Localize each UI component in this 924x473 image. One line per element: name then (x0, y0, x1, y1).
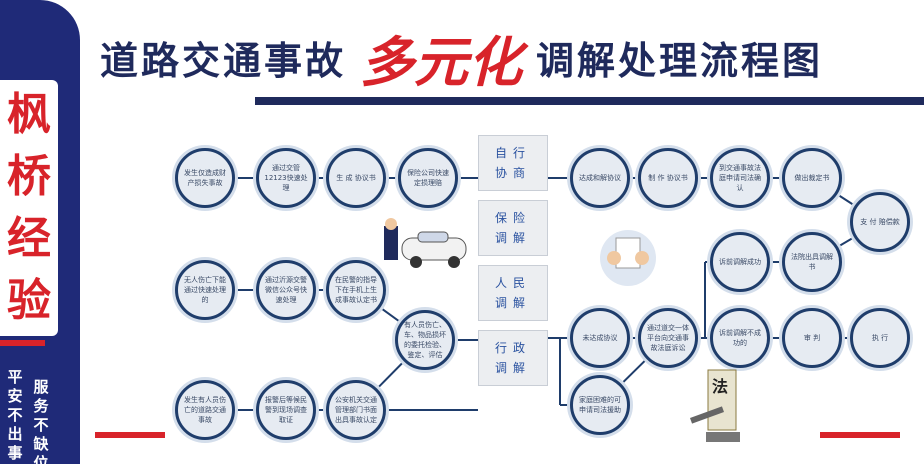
flow-node: 有人员伤亡、车、物品损坏的委托检验、鉴定、评估 (395, 310, 455, 370)
method-self-negotiation: 自行协商 (478, 135, 548, 191)
flow-node: 发生仅造成财产损失事故 (175, 148, 235, 208)
flow-node: 诉前调解不成功的 (710, 308, 770, 368)
flow-node: 法院出具调解书 (782, 232, 842, 292)
flow-node: 到交通事故法庭申请司法确认 (710, 148, 770, 208)
flow-node: 通过交管12123快速处理 (256, 148, 316, 208)
flow-node: 支 付 赔偿款 (850, 192, 910, 252)
brand-char: 经 (7, 213, 51, 264)
title-highlight: 多元化 (360, 30, 523, 94)
flow-node: 做出裁定书 (782, 148, 842, 208)
flow-node: 通过道交一体平台向交通事故法庭诉讼 (638, 308, 698, 368)
flow-node: 发生有人员伤亡的道路交通事故 (175, 380, 235, 440)
flow-node: 公安机关交通管理部门书面出具事故认定 (326, 380, 386, 440)
svg-text:法: 法 (712, 377, 728, 396)
red-decoration (95, 432, 165, 438)
police-car-illustration (384, 218, 467, 268)
flow-node: 生 成 协议书 (326, 148, 386, 208)
red-decoration (0, 340, 45, 346)
brand-char: 枫 (7, 89, 51, 140)
red-decoration (820, 432, 900, 438)
method-admin-mediation: 行政调解 (478, 330, 548, 386)
law-book-gavel-illustration: 法 (690, 369, 740, 442)
method-people-mediation: 人民调解 (478, 265, 548, 321)
slogan-1: 平安不出事 (7, 368, 23, 462)
flow-node: 家庭困难的可申请司法援助 (570, 375, 630, 435)
flow-node: 通过沂源交警微信公众号快速处理 (256, 260, 316, 320)
page-title: 道路交通事故 多元化 调解处理流程图 (100, 18, 823, 97)
flow-node: 未达成协议 (570, 308, 630, 368)
flow-node: 在民警的指导下在手机上生成事故认定书 (326, 260, 386, 320)
brand-char: 桥 (7, 151, 51, 202)
flow-node: 保险公司快速定损理赔 (398, 148, 458, 208)
brand-char: 验 (7, 275, 51, 326)
handshake-illustration (600, 230, 656, 286)
flow-node: 无人伤亡下能通过快速处理的 (175, 260, 235, 320)
title-underline (255, 97, 924, 105)
flow-node: 执 行 (850, 308, 910, 368)
brand-text: 枫 桥 经 验 (0, 80, 58, 336)
method-insurance-mediation: 保险调解 (478, 200, 548, 256)
flow-node: 审 判 (782, 308, 842, 368)
flow-node: 达成和解协议 (570, 148, 630, 208)
flow-node: 制 作 协议书 (638, 148, 698, 208)
side-banner: 枫 桥 经 验 平安不出事 服务不缺位 (0, 0, 80, 472)
flow-node: 诉前调解成功 (710, 232, 770, 292)
title-part1: 道路交通事故 (100, 39, 347, 83)
flow-node: 报警后等候民警到现场调查取证 (256, 380, 316, 440)
title-part3: 调解处理流程图 (536, 39, 824, 83)
